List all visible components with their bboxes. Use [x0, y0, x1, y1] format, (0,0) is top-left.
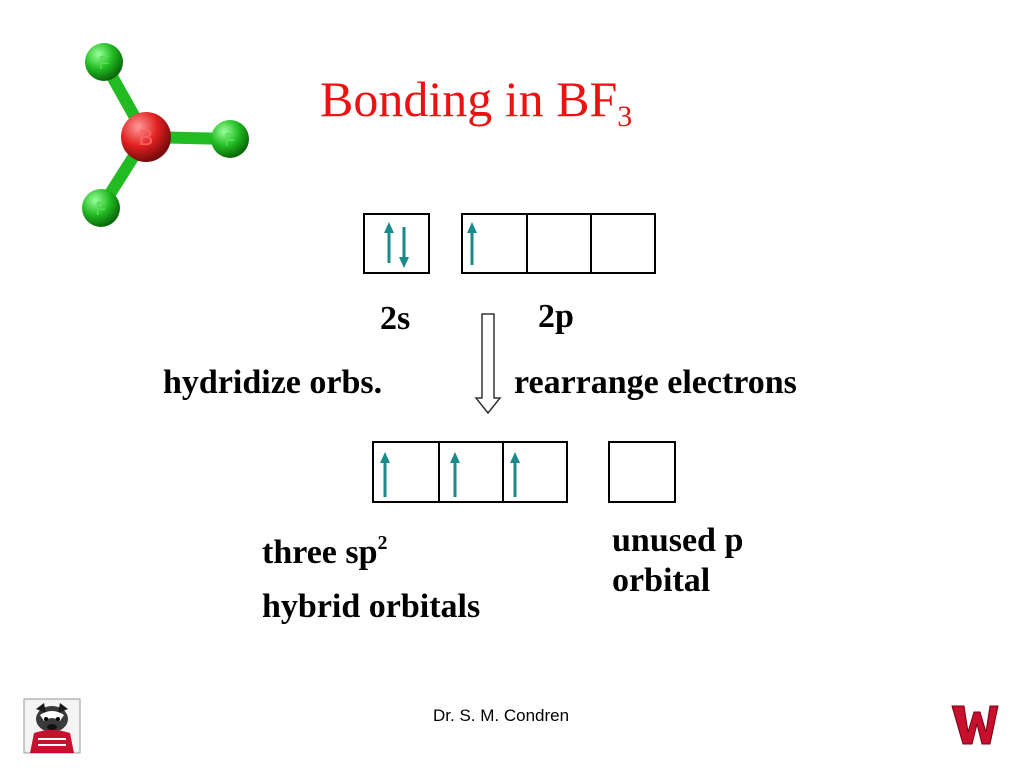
orbital-box-sp2-2 [438, 441, 504, 503]
fluorine-atom-top [85, 43, 123, 81]
label-unused-p: unused p [612, 522, 744, 559]
orbital-box-2p-1 [461, 213, 528, 274]
orbital-box-2s [363, 213, 430, 274]
label-three-sp2-text: three sp [262, 534, 378, 571]
label-hybridize-orbs: hydridize orbs. [163, 364, 383, 401]
bf3-molecule-model: F F F B [82, 43, 249, 227]
footer-author: Dr. S. M. Condren [433, 706, 570, 725]
electron-up-arrow [510, 452, 520, 497]
electron-up-arrow [380, 452, 390, 497]
boron-atom [121, 112, 171, 162]
label-three-sp2-superscript: 2 [377, 532, 388, 554]
electron-pair-up-down-arrows [384, 222, 409, 268]
title-main: Bonding in BF [320, 71, 618, 127]
motion-w-logo-icon [951, 705, 999, 745]
label-rearrange-electrons: rearrange electrons [514, 364, 797, 401]
label-three-sp2: three sp2 [262, 532, 388, 572]
slide-title: Bonding in BF3 [320, 70, 632, 134]
title-subscript: 3 [617, 100, 633, 133]
orbital-box-unused-p [608, 441, 676, 503]
fluorine-label-bottom: F [96, 199, 107, 219]
electron-up-arrow [467, 222, 477, 265]
boron-label: B [139, 125, 154, 150]
badger-logo-icon [23, 698, 81, 754]
label-hybrid-orbitals: hybrid orbitals [262, 588, 481, 625]
down-arrow-icon [474, 313, 502, 415]
label-orbital: orbital [612, 562, 711, 599]
fluorine-atom-bottom [82, 189, 120, 227]
label-2s: 2s [380, 300, 411, 337]
label-2p: 2p [538, 298, 574, 335]
orbital-box-sp2-3 [502, 441, 568, 503]
fluorine-atom-right [211, 120, 249, 158]
orbital-box-sp2-1 [372, 441, 440, 503]
fluorine-label-top: F [99, 53, 110, 73]
electron-up-arrow [450, 452, 460, 497]
orbital-box-2p-3 [590, 213, 656, 274]
orbital-box-2p-2 [526, 213, 592, 274]
fluorine-label-right: F [225, 130, 236, 150]
